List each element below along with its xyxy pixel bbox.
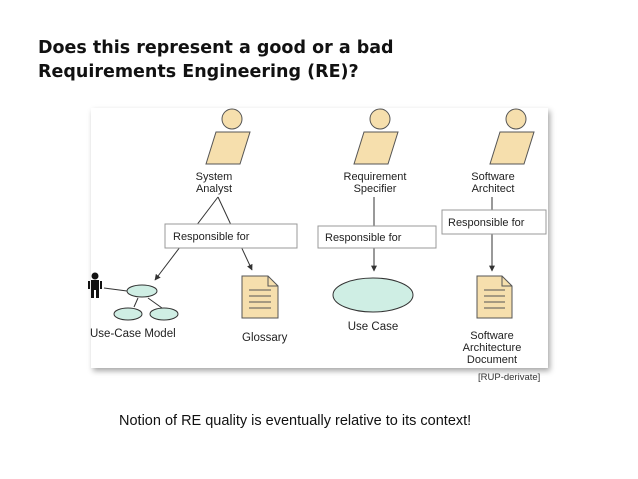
artifact-sad-line3: Document <box>467 354 517 366</box>
responsible-for-label-3: Responsible for <box>441 209 547 235</box>
role-software-architect-line2: Architect <box>472 183 515 195</box>
software-architect-worker-icon <box>489 108 535 165</box>
svg-text:Responsible for: Responsible for <box>325 232 402 244</box>
role-requirement-specifier-line2: Specifier <box>354 183 397 195</box>
artifact-sad-line1: Software <box>470 330 513 342</box>
system-analyst-worker-icon <box>205 108 251 165</box>
artifact-glossary: Glossary <box>242 332 288 344</box>
role-software-architect-line1: Software <box>471 171 514 183</box>
requirement-specifier-worker-icon <box>353 108 399 165</box>
use-case-model-icon <box>103 284 179 321</box>
actor-stick-figure-icon <box>88 272 102 298</box>
artifact-sad-line2: Architecture <box>463 342 522 354</box>
glossary-document-icon <box>241 275 279 319</box>
slide-caption: Notion of RE quality is eventually relat… <box>119 413 472 429</box>
responsible-for-label-1: Responsible for <box>164 223 298 249</box>
role-requirement-specifier-line1: Requirement <box>344 171 407 183</box>
role-system-analyst-line1: System <box>196 171 233 183</box>
use-case-ellipse-icon <box>332 277 414 313</box>
title-line-1: Does this represent a good or a bad <box>38 38 394 58</box>
source-note: [RUP-derivate] <box>478 372 541 383</box>
responsible-for-label-2: Responsible for <box>317 225 437 249</box>
title-line-2: Requirements Engineering (RE)? <box>38 62 359 82</box>
slide-title: Does this represent a good or a bad Requ… <box>38 36 394 84</box>
role-system-analyst-line2: Analyst <box>196 183 232 195</box>
artifact-use-case: Use Case <box>348 321 399 333</box>
software-architecture-document-icon <box>476 275 513 319</box>
svg-text:Responsible for: Responsible for <box>448 217 525 229</box>
svg-text:Responsible for: Responsible for <box>173 231 250 243</box>
artifact-use-case-model: Use-Case Model <box>90 328 176 340</box>
